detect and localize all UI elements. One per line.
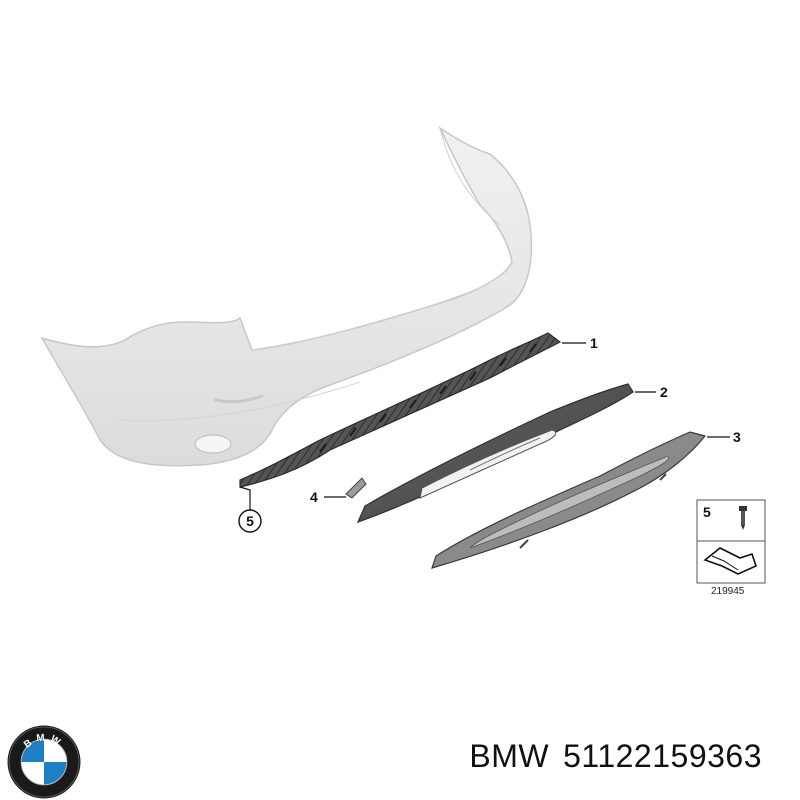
callout-2: 2 — [660, 384, 668, 400]
bracket-icon — [703, 547, 757, 575]
legend-box: 5 219945 — [696, 499, 766, 597]
fog-light-opening — [194, 434, 232, 454]
brand-name: BMW — [469, 738, 550, 774]
bmw-roundel-icon: BMW — [7, 725, 81, 799]
callout-3: 3 — [733, 429, 741, 445]
rivet-icon — [739, 506, 747, 530]
part-caption: BMW 51122159363 — [469, 738, 762, 775]
callout-1: 1 — [590, 335, 598, 351]
legend-reference-code: 219945 — [711, 586, 745, 597]
part-2-trim-frame — [356, 383, 634, 524]
callout-leaders — [239, 342, 730, 510]
callout-5-circle — [238, 509, 262, 533]
part-number: 51122159363 — [563, 738, 762, 774]
legend-item-number: 5 — [703, 504, 711, 520]
part-4-clip — [345, 477, 367, 499]
callout-5: 5 — [246, 513, 254, 529]
callout-4: 4 — [310, 489, 318, 505]
part-3-lower-trim — [431, 431, 707, 569]
rear-bumper-cover — [40, 125, 533, 467]
part-1-diffuser-trim — [239, 332, 562, 488]
